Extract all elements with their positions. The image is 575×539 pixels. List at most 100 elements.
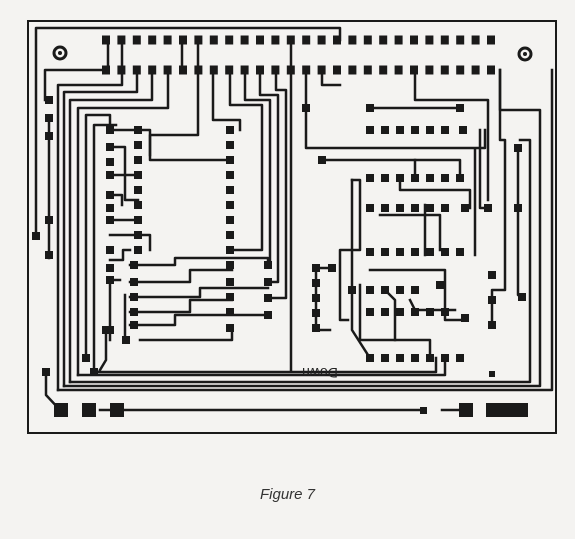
solder-pad xyxy=(194,65,203,75)
solder-pad xyxy=(328,264,336,272)
solder-pad xyxy=(132,65,141,75)
solder-pad xyxy=(32,232,40,240)
solder-pad xyxy=(426,126,434,134)
connector-blocks xyxy=(54,371,528,417)
solder-pad xyxy=(461,204,469,212)
solder-pad xyxy=(518,293,526,301)
solder-pad xyxy=(264,311,272,319)
solder-pad xyxy=(366,286,374,294)
solder-pad xyxy=(148,35,157,45)
solder-pad xyxy=(396,126,404,134)
solder-pad xyxy=(106,204,114,212)
solder-pad xyxy=(286,35,295,45)
solder-pad xyxy=(226,216,234,224)
solder-pad xyxy=(456,104,464,112)
solder-pad xyxy=(381,248,389,256)
solder-pad xyxy=(411,204,419,212)
solder-pad xyxy=(487,35,495,45)
solder-pad xyxy=(256,35,264,45)
solder-pad xyxy=(302,35,311,45)
solder-pad xyxy=(130,321,138,329)
solder-pad xyxy=(381,354,389,362)
solder-pad xyxy=(163,65,172,75)
solder-pad xyxy=(487,65,495,75)
solder-pad xyxy=(226,156,234,164)
copper-traces xyxy=(34,26,554,412)
solder-pad xyxy=(381,174,389,182)
solder-pad xyxy=(226,231,234,239)
solder-pad xyxy=(226,171,234,179)
solder-pad xyxy=(396,286,404,294)
solder-pad xyxy=(381,286,389,294)
solder-pad xyxy=(226,201,234,209)
solder-pad xyxy=(411,354,419,362)
solder-pad xyxy=(456,174,464,182)
solder-pad xyxy=(226,324,234,332)
solder-pad xyxy=(271,35,280,45)
solder-pad xyxy=(514,204,522,212)
solder-pad xyxy=(348,286,356,294)
solder-pad xyxy=(226,126,234,134)
solder-pad xyxy=(488,296,496,304)
solder-pad xyxy=(436,281,444,289)
solder-pad xyxy=(514,144,522,152)
solder-pad xyxy=(45,114,53,122)
solder-pad xyxy=(381,308,389,316)
solder-pad xyxy=(441,248,449,256)
solder-pad xyxy=(286,65,295,75)
solder-pad xyxy=(312,324,320,332)
solder-pad xyxy=(106,264,114,272)
solder-pad xyxy=(410,65,418,75)
solder-pad xyxy=(461,314,469,322)
solder-pad xyxy=(426,308,434,316)
solder-pad xyxy=(132,35,141,45)
solder-pad xyxy=(45,96,53,104)
mounting-hole-right xyxy=(517,46,533,62)
solder-pad xyxy=(90,368,98,376)
solder-pad xyxy=(256,65,264,75)
solder-pad xyxy=(194,35,203,45)
solder-pad xyxy=(411,248,419,256)
solder-pad xyxy=(106,158,114,166)
header-pads-second-row xyxy=(102,65,495,75)
solder-pad xyxy=(42,368,50,376)
solder-pad xyxy=(394,65,403,75)
solder-pad xyxy=(411,174,419,182)
solder-pad xyxy=(484,204,492,212)
solder-pad xyxy=(363,65,372,75)
solder-pad xyxy=(425,35,434,45)
mounting-hole-left xyxy=(52,45,68,61)
solder-pad xyxy=(226,141,234,149)
solder-pad xyxy=(106,191,114,199)
solder-pad xyxy=(333,35,341,45)
solder-pad xyxy=(45,251,53,259)
solder-pad xyxy=(441,308,449,316)
solder-pad xyxy=(312,309,320,317)
figure-caption: Figure 7 xyxy=(259,486,316,503)
solder-pad xyxy=(106,216,114,224)
solder-pad xyxy=(363,35,372,45)
solder-pad xyxy=(117,65,126,75)
solder-pad xyxy=(312,279,320,287)
solder-pad xyxy=(130,278,138,286)
solder-pad xyxy=(426,354,434,362)
solder-pad xyxy=(106,126,114,134)
solder-pad xyxy=(333,65,341,75)
solder-pad xyxy=(441,174,449,182)
solder-pad xyxy=(179,35,187,45)
solder-pad xyxy=(426,174,434,182)
solder-pad xyxy=(134,126,142,134)
ic-pads xyxy=(32,96,526,376)
solder-pad xyxy=(394,35,403,45)
solder-pad xyxy=(122,336,130,344)
solder-pad xyxy=(209,65,218,75)
solder-pad xyxy=(366,174,374,182)
solder-pad xyxy=(411,308,419,316)
solder-pad xyxy=(226,246,234,254)
solder-pad xyxy=(317,35,326,45)
solder-pad xyxy=(312,264,320,272)
solder-pad xyxy=(226,261,234,269)
solder-pad xyxy=(134,201,142,209)
solder-pad xyxy=(134,141,142,149)
